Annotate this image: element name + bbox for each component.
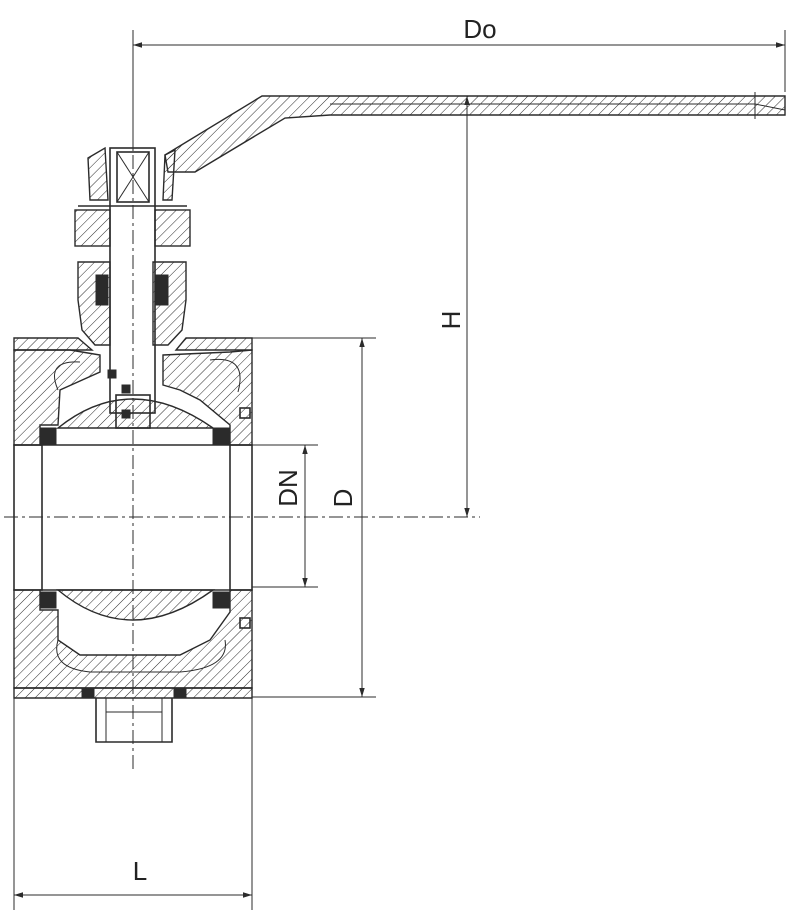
packing-seal-right xyxy=(155,274,169,306)
dimension-d: D xyxy=(252,337,376,698)
dimension-do-label: Do xyxy=(463,14,496,44)
stem-nut xyxy=(87,146,176,201)
seat-seal-bottom-right xyxy=(212,591,230,609)
drain-seal-left xyxy=(81,687,95,699)
dimension-l: L xyxy=(13,698,253,910)
dimension-dn-label: DN xyxy=(273,469,303,507)
center-lines xyxy=(4,30,480,770)
stem-seal-2 xyxy=(121,384,131,394)
bonnet-neck xyxy=(77,261,187,346)
dimension-l-label: L xyxy=(133,856,147,886)
stem xyxy=(107,147,156,429)
ball xyxy=(39,398,230,621)
stem-seal-1 xyxy=(107,369,117,379)
dimension-h: H xyxy=(436,96,470,517)
packing-seal-left xyxy=(95,274,109,306)
drain-plug xyxy=(81,687,187,743)
seat-seal-bottom-left xyxy=(39,591,57,609)
lever-handle xyxy=(164,92,786,173)
seat-seal-top-left xyxy=(39,427,57,445)
dimension-dn: DN xyxy=(252,444,318,588)
dimension-h-label: H xyxy=(436,311,466,330)
drain-seal-right xyxy=(173,687,187,699)
seat-seal-top-right xyxy=(212,427,230,445)
dimension-do: Do xyxy=(132,14,786,150)
dimension-d-label: D xyxy=(328,489,358,508)
